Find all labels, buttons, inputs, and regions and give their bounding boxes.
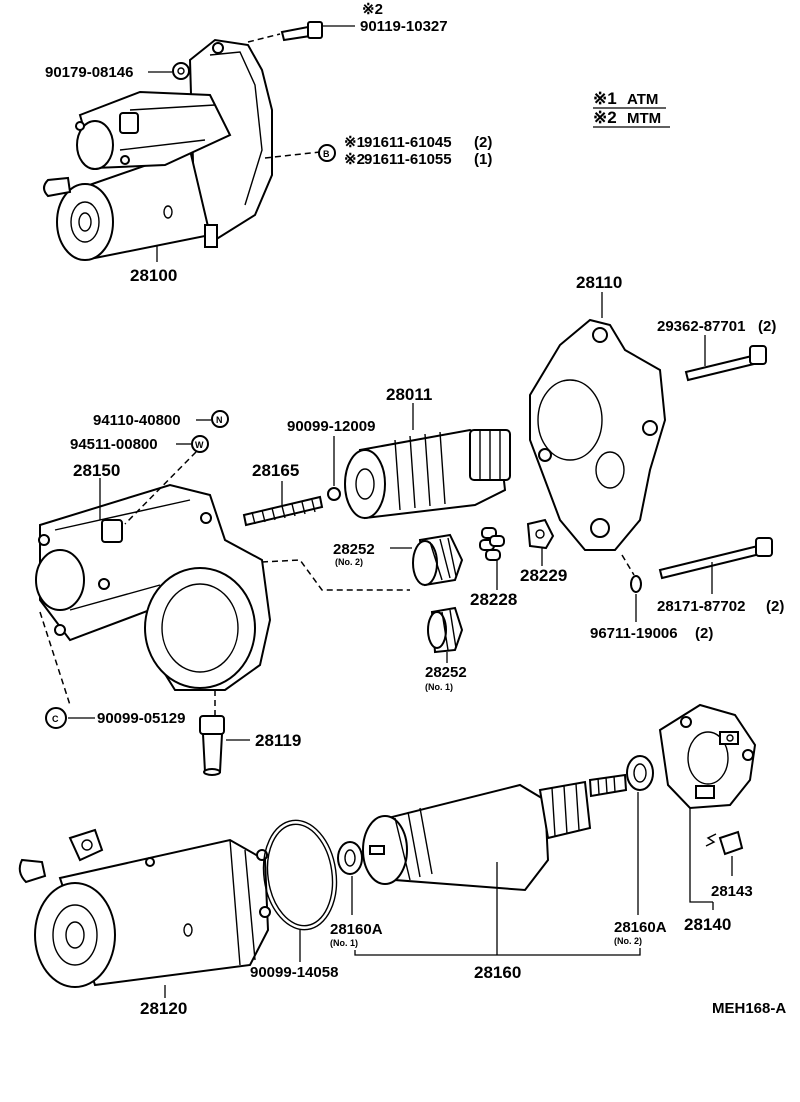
label-94511: 94511-00800: [70, 436, 158, 453]
legend-label-atm: ATM: [627, 91, 658, 108]
label-28110: 28110: [576, 273, 622, 292]
brush-spring-28143-drawing: [705, 830, 744, 856]
label-91611-2-mark: ※2: [344, 151, 365, 168]
label-90119-mark: ※2: [362, 1, 383, 18]
label-28160a-no2: 28160A: [614, 919, 667, 936]
svg-text:B: B: [323, 149, 330, 159]
label-28160a-no1: 28160A: [330, 921, 383, 938]
housing-28110-drawing: [529, 318, 667, 551]
armature-28160-drawing: [362, 773, 628, 892]
label-28143: 28143: [711, 883, 753, 900]
callout-c: C: [45, 707, 67, 729]
bolt-29362-drawing: [684, 345, 767, 382]
label-28011: 28011: [386, 385, 432, 404]
label-96711-qty: (2): [695, 625, 713, 642]
label-28120: 28120: [140, 999, 187, 1018]
spring-28165-drawing: [242, 495, 324, 527]
callout-w: W: [191, 435, 209, 453]
rollers-28228-drawing: [479, 527, 505, 561]
oring-90099-14058-drawing: [262, 819, 338, 931]
legend: ※1 ATM ※2 MTM: [593, 89, 670, 128]
label-28171-qty: (2): [766, 598, 784, 615]
label-91611-2-qty: (1): [474, 151, 492, 168]
label-29362-qty: (2): [758, 318, 776, 335]
label-28160: 28160: [474, 963, 521, 982]
label-91611-1: 91611-61045: [364, 134, 452, 151]
label-28229: 28229: [520, 566, 567, 585]
legend-mark-1: ※1: [593, 89, 617, 108]
label-94110: 94110-40800: [93, 412, 181, 429]
nut-90179-drawing: [172, 62, 190, 80]
bearing-28160a-no1-drawing: [337, 841, 363, 875]
svg-text:C: C: [52, 714, 59, 724]
label-28252-no2-note: (No. 2): [335, 557, 363, 567]
yoke-28120-drawing: [18, 828, 271, 988]
diagram-code: MEH168-A: [712, 1000, 786, 1017]
label-90099-14058: 90099-14058: [250, 964, 338, 981]
retainer-28229-drawing: [526, 518, 555, 550]
svg-text:W: W: [195, 440, 204, 450]
label-91611-2: 91611-61055: [364, 151, 452, 168]
starter-assembly-drawing: [43, 38, 273, 261]
label-28160a-no1-note: (No. 1): [330, 938, 358, 948]
bearing-28160a-no2-drawing: [626, 755, 654, 791]
brush-holder-28140-drawing: [658, 703, 757, 810]
gear-28252-no1-drawing: [427, 606, 464, 654]
switch-28150-drawing: [35, 483, 272, 691]
label-91611-1-qty: (2): [474, 134, 492, 151]
label-28165: 28165: [252, 461, 299, 480]
label-28252-no2: 28252: [333, 541, 375, 558]
leader-91611: [264, 151, 321, 159]
label-28100: 28100: [130, 266, 177, 285]
label-28171: 28171-87702: [657, 598, 745, 615]
label-28140: 28140: [684, 915, 731, 934]
label-90099-12009: 90099-12009: [287, 418, 375, 435]
label-28252-no1-note: (No. 1): [425, 682, 453, 692]
label-28252-no1: 28252: [425, 664, 467, 681]
legend-mark-2: ※2: [593, 108, 617, 127]
washer-96711-drawing: [630, 575, 642, 593]
callout-n: N: [211, 410, 229, 428]
leader-90119: [247, 33, 281, 43]
label-91611-1-mark: ※1: [344, 134, 365, 151]
label-90179: 90179-08146: [45, 64, 133, 81]
label-28228: 28228: [470, 590, 517, 609]
label-28150: 28150: [73, 461, 120, 480]
label-28119: 28119: [255, 731, 301, 750]
label-96711: 96711-19006: [590, 625, 678, 642]
bolt-28171-drawing: [658, 537, 773, 580]
svg-text:N: N: [216, 415, 223, 425]
ball-90099-12009-drawing: [327, 487, 341, 501]
bolt-90119-drawing: [280, 21, 323, 42]
label-29362: 29362-87701: [657, 318, 745, 335]
label-90119: 90119-10327: [360, 18, 448, 35]
plunger-28119-drawing: [199, 715, 225, 776]
clutch-28011-drawing: [344, 428, 511, 520]
legend-label-mtm: MTM: [627, 110, 661, 127]
gear-28252-no2-drawing: [412, 533, 464, 587]
label-90099-05129: 90099-05129: [97, 710, 185, 727]
callout-b: B: [318, 144, 336, 162]
label-28160a-no2-note: (No. 2): [614, 936, 642, 946]
